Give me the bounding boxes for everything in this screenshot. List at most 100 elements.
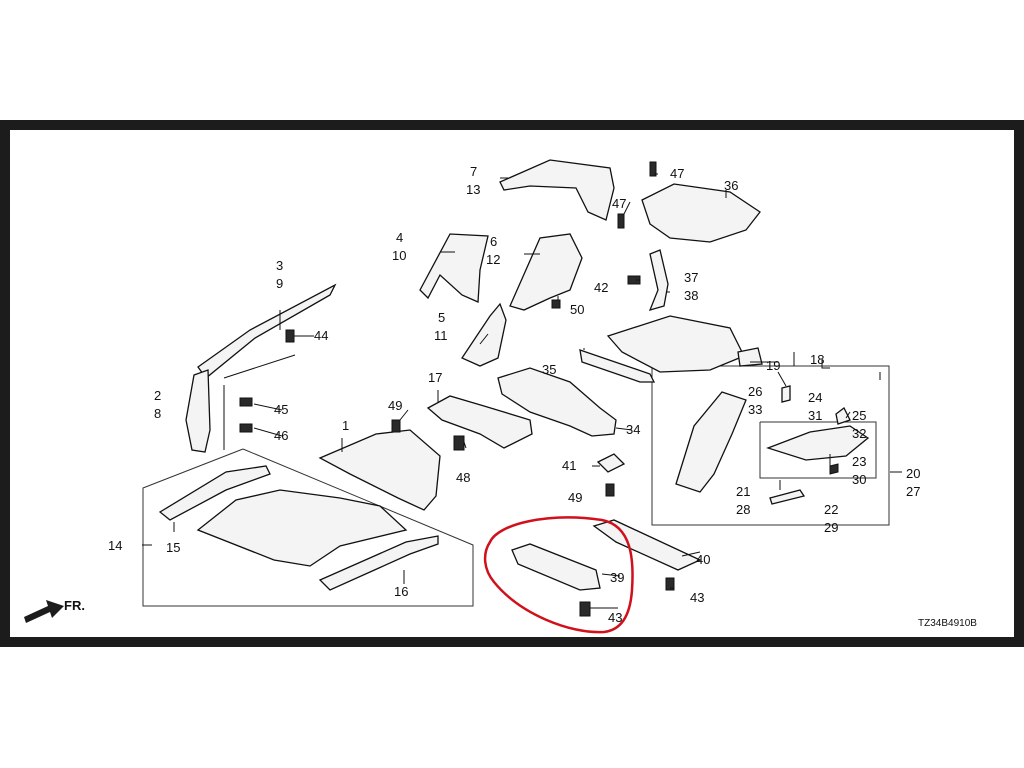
part-clip-23	[829, 463, 839, 475]
callout-23: 23	[852, 454, 866, 469]
highlight-circle	[483, 516, 634, 634]
part-clip-25	[835, 407, 851, 425]
bolt-47a	[649, 161, 657, 177]
callout-49-a: 49	[388, 398, 402, 413]
callout-4: 4	[396, 230, 403, 245]
callout-25: 25	[852, 408, 866, 423]
callout-49-b: 49	[568, 490, 582, 505]
callout-40: 40	[696, 552, 710, 567]
callout-5: 5	[438, 310, 445, 325]
part-bracket-39	[511, 543, 601, 591]
group-box-20	[651, 365, 890, 526]
callout-16: 16	[394, 584, 408, 599]
part-crossmember-34	[497, 367, 617, 437]
callout-13: 13	[466, 182, 480, 197]
callout-21: 21	[736, 484, 750, 499]
callout-18: 18	[810, 352, 824, 367]
callout-27: 27	[906, 484, 920, 499]
group-box-14	[142, 448, 474, 607]
front-arrow-icon: FR.	[24, 598, 85, 623]
callout-31: 31	[808, 408, 822, 423]
part-crossmember-17	[426, 395, 533, 449]
diagram-code: TZ34B4910B	[918, 618, 977, 629]
part-rail-35	[579, 349, 656, 383]
callout-7: 7	[470, 164, 477, 179]
part-rail-45	[223, 354, 296, 379]
callout-24: 24	[808, 390, 822, 405]
leader-lines	[142, 173, 902, 609]
part-bracket-19	[737, 347, 763, 367]
callout-33: 33	[748, 402, 762, 417]
bolt-49b	[605, 483, 615, 497]
bolt-48	[453, 435, 465, 451]
part-a-pillar-lower	[185, 369, 211, 453]
bolt-44	[285, 329, 295, 343]
part-panel-22	[766, 425, 870, 461]
bolt-49a	[391, 419, 401, 433]
diagram-panel: FR. TZ34B4910B 1 2 8 3 9 4 10 5 11 6 12 …	[10, 130, 1014, 637]
diagram-frame: FR. TZ34B4910B 1 2 8 3 9 4 10 5 11 6 12 …	[0, 120, 1024, 647]
callout-11: 11	[434, 328, 448, 343]
callout-19: 19	[766, 358, 780, 373]
callout-36: 36	[724, 178, 738, 193]
parts-diagram: FR. TZ34B4910B 1 2 8 3 9 4 10 5 11 6 12 …	[24, 159, 977, 634]
part-bracket-5	[461, 302, 507, 367]
callout-47-a: 47	[670, 166, 684, 181]
callout-39: 39	[610, 570, 624, 585]
callout-12: 12	[486, 252, 500, 267]
part-clip-26	[781, 385, 791, 403]
callout-30: 30	[852, 472, 866, 487]
part-bracket-4	[419, 233, 489, 303]
bolt-50	[551, 299, 561, 309]
part-bracket-41	[596, 453, 626, 473]
callout-29: 29	[824, 520, 838, 535]
part-side-sill-15	[158, 465, 271, 521]
callout-3: 3	[276, 258, 283, 273]
callout-26: 26	[748, 384, 762, 399]
callout-17: 17	[428, 370, 442, 385]
callout-45: 45	[274, 402, 288, 417]
part-floor-14	[196, 489, 408, 567]
bolt-47b	[617, 213, 625, 229]
callout-37: 37	[684, 270, 698, 285]
part-wheelhouse-20	[675, 391, 747, 493]
bolt-43b	[579, 601, 591, 617]
bolt-43a	[665, 577, 675, 591]
callout-48: 48	[456, 470, 470, 485]
callout-43-b: 43	[608, 610, 622, 625]
callout-44: 44	[314, 328, 328, 343]
bolt-45	[239, 397, 253, 407]
callout-43-a: 43	[690, 590, 704, 605]
callout-8: 8	[154, 406, 161, 421]
part-floor-18	[606, 315, 745, 373]
callout-38: 38	[684, 288, 698, 303]
callout-50: 50	[570, 302, 584, 317]
part-rear-panel-36	[641, 183, 761, 243]
part-panel-6	[509, 233, 583, 311]
callout-41: 41	[562, 458, 576, 473]
callout-46: 46	[274, 428, 288, 443]
front-label: FR.	[64, 598, 85, 613]
part-bracket-37	[648, 249, 669, 311]
callout-42: 42	[594, 280, 608, 295]
callout-20: 20	[906, 466, 920, 481]
callout-35: 35	[542, 362, 556, 377]
callout-9: 9	[276, 276, 283, 291]
callout-34: 34	[626, 422, 640, 437]
callout-47-b: 47	[612, 196, 626, 211]
callout-6: 6	[490, 234, 497, 249]
bolt-46	[239, 423, 253, 433]
part-bracket-40	[592, 519, 702, 571]
callout-15: 15	[166, 540, 180, 555]
callout-14: 14	[108, 538, 122, 553]
part-side-sill-16	[318, 535, 439, 591]
callout-1: 1	[342, 418, 349, 433]
part-strip-21	[769, 489, 806, 505]
part-rail-7	[499, 159, 615, 221]
callout-2: 2	[154, 388, 161, 403]
callout-10: 10	[392, 248, 406, 263]
part-front-floor-1	[318, 429, 441, 511]
callout-22: 22	[824, 502, 838, 517]
callout-28: 28	[736, 502, 750, 517]
callout-32: 32	[852, 426, 866, 441]
